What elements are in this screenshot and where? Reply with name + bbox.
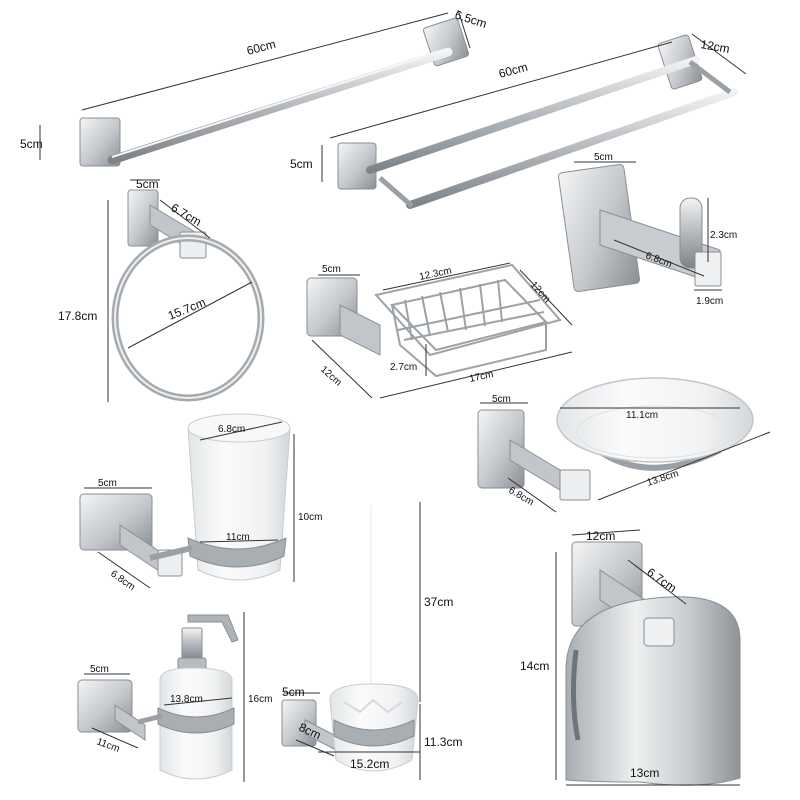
width-label: 15.2cm [350,757,389,771]
soap-dispenser: 5cm 13.8cm 16cm 11cm [77,612,272,782]
towel-bar-single: 60cm 6.5cm 5cm [20,8,488,167]
soap-basket: 5cm 12.3cm 12cm 12cm 2.7cm 17cm [306,262,573,399]
length-label: 60cm [245,37,277,58]
dimension-line [81,12,449,111]
diameter-label: 15.7cm [166,295,208,323]
toilet-paper-holder: 12cm 6.7cm 14cm 13cm [520,529,741,786]
length-label: 17cm [468,369,494,385]
hook-knob [679,197,703,269]
wire-basket [374,263,562,378]
base-label: 5cm [322,264,341,275]
length-label: 11cm [226,532,250,543]
depth-label: 6.8cm [108,568,137,593]
towel-bar-rod [107,47,453,165]
towel-bar-rod-front [366,56,700,174]
depth-label: 12cm [699,37,730,56]
length-label: 13.8cm [170,694,203,705]
height-label: 5cm [20,137,43,151]
soap-dish: 5cm 11.1cm 13.8cm 6.8cm [477,377,771,513]
paper-cover [565,596,741,786]
length-label: 60cm [497,60,529,81]
side-depth-label: 12cm [318,364,344,389]
glass-dish [556,377,754,463]
base-label: 5cm [282,685,305,699]
pump-head [181,627,203,661]
inner-width-label: 12.3cm [418,265,452,283]
towel-bar-rod-back [406,88,738,209]
height-label: 16cm [248,694,272,705]
base-label: 12cm [586,529,615,543]
base-label: 5cm [90,664,109,675]
towel-bar-double: 60cm 12cm 5cm [290,33,747,209]
length-label: 13.8cm [646,468,681,489]
base-label: 5cm [492,394,511,405]
height-label: 37cm [424,595,453,609]
dish-diameter-label: 11.1cm [626,410,658,421]
height-label: 14cm [520,659,549,673]
base-label: 5cm [98,478,117,489]
base-label: 5cm [136,177,159,191]
bowl-height-label: 11.3cm [424,735,462,749]
wall-plate-left [79,117,121,167]
width-label: 13cm [630,766,659,780]
knob-label: 2.3cm [710,230,737,241]
height-label: 17.8cm [58,309,97,323]
cup-holder: 5cm 6.8cm 10cm 11cm 6.8cm [79,413,322,593]
width-label: 1.9cm [696,296,723,307]
depth-label: 6.7cm [644,565,679,595]
toilet-brush-holder: 5cm 8cm 37cm 11.3cm 15.2cm [281,502,462,780]
cup-height-label: 10cm [298,512,322,523]
towel-ring: 5cm 6.7cm 15.7cm 17.8cm [58,177,265,402]
depth-label: 6.8cm [507,485,536,508]
base-label: 5cm [594,152,613,163]
height-label: 5cm [290,157,313,171]
robe-hook: 5cm 2.3cm 6.8cm 1.9cm [557,152,737,307]
cup-diameter-label: 6.8cm [218,424,245,435]
height-label: 2.7cm [390,362,417,373]
